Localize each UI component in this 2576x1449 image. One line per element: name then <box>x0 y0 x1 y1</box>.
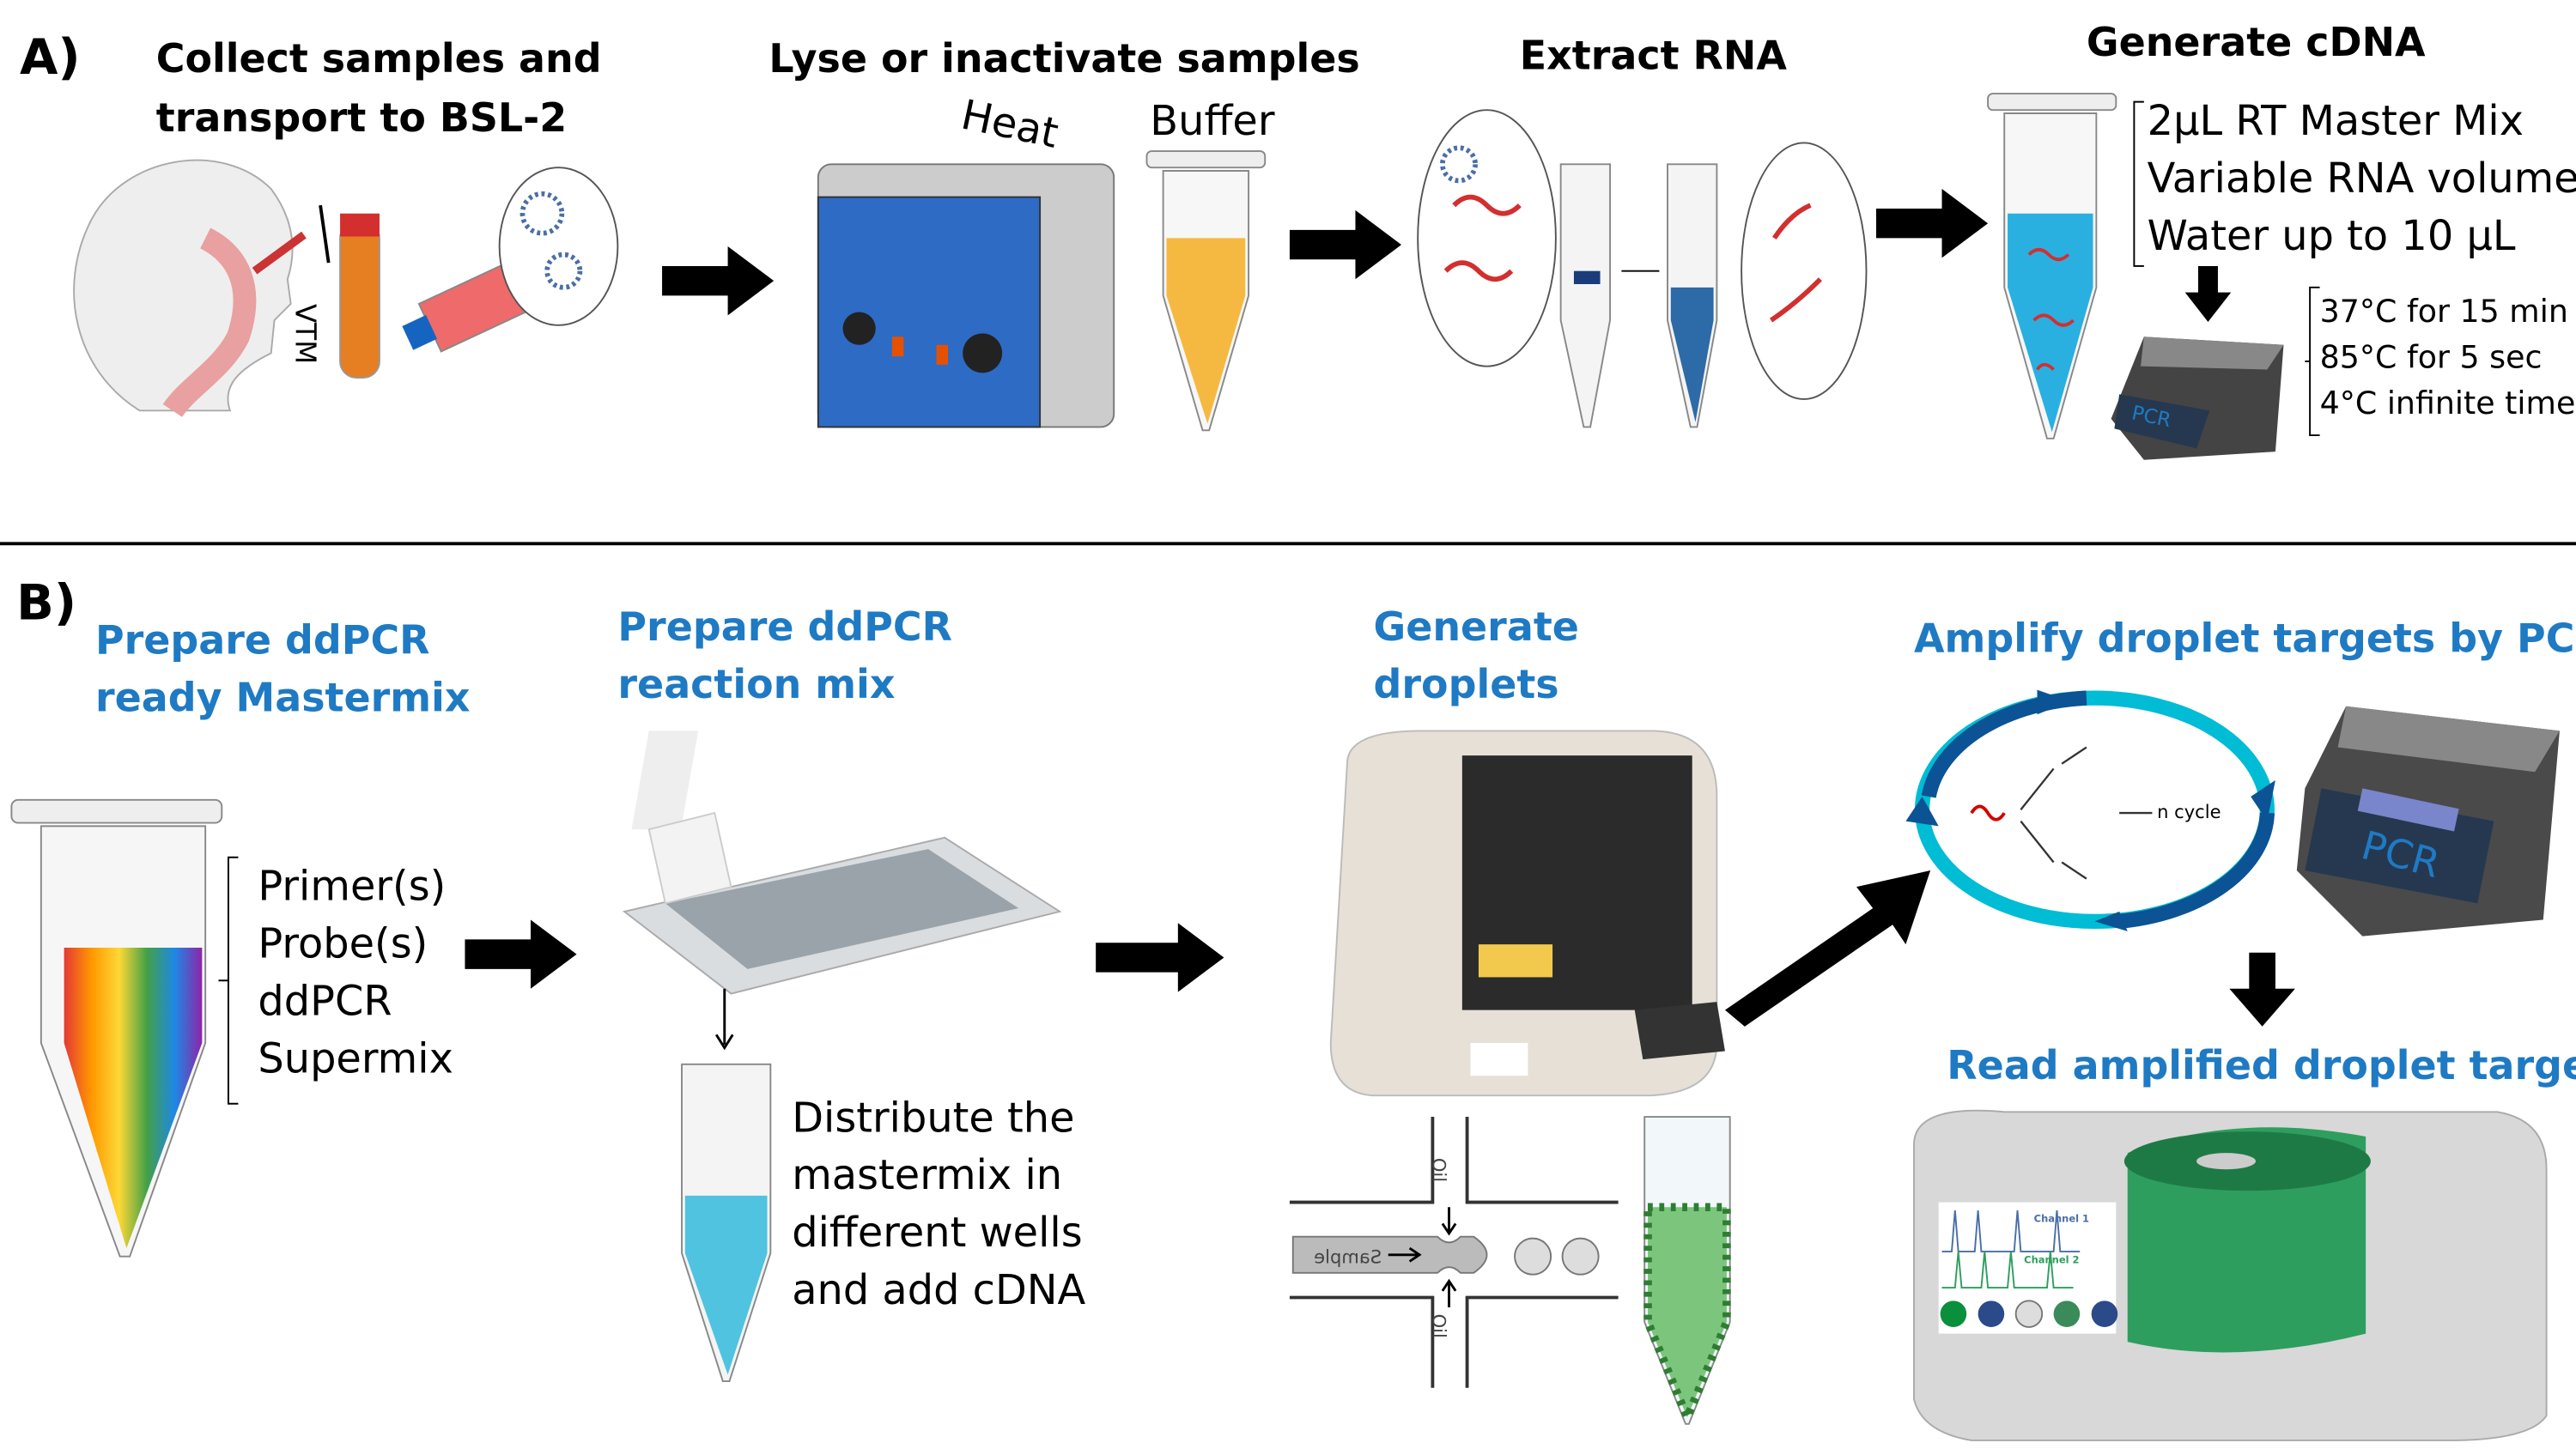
step-a2-title: Lyse or inactivate samples <box>769 36 1360 82</box>
rna-extraction-illustration <box>1417 109 1868 428</box>
pipette-plate-illustration <box>622 731 1062 995</box>
reaction-tube-icon <box>681 1063 772 1383</box>
bracket <box>218 856 239 1105</box>
arrow-right-icon <box>465 919 577 989</box>
bracket <box>2305 286 2320 436</box>
channel-1-label: Channel 1 <box>2034 1212 2089 1224</box>
arrow-down-icon <box>714 988 734 1051</box>
arrow-right-icon <box>1875 189 1989 258</box>
arrow-down-icon <box>2229 952 2295 1027</box>
step-b4-title: Amplify droplet targets by PCR <box>1913 615 2576 663</box>
arrow-down-icon <box>2184 265 2232 323</box>
buffer-label: Buffer <box>1150 96 1275 145</box>
panel-a-label: A) <box>19 29 81 88</box>
channel-2-label: Channel 2 <box>2024 1253 2079 1265</box>
n-cycle-label: n cycle <box>2157 801 2221 822</box>
rainbow-mastermix-tube-icon <box>10 798 223 1258</box>
step-a4-title: Generate cDNA <box>2086 19 2426 66</box>
panel-b-label: B) <box>16 574 77 633</box>
pcr-machine-icon: PCR <box>2111 336 2284 460</box>
droplet-tube-icon <box>1643 1116 1731 1428</box>
arrow-right-icon <box>662 246 775 316</box>
water-bath-illustration <box>817 163 1115 428</box>
arrow-right-icon <box>1096 923 1224 992</box>
pcr-cycle-diagram: n cycle <box>1905 689 2275 931</box>
droplet-reader-illustration: Channel 1 Channel 2 <box>1913 1109 2548 1441</box>
step-a3-title: Extract RNA <box>1519 33 1787 79</box>
cdna-tube-icon <box>1987 93 2117 440</box>
sample-label: Sample <box>1314 1246 1382 1267</box>
pcr-machine-icon: PCR <box>2296 706 2560 937</box>
oil-label-bottom: Oil <box>1428 1314 1449 1338</box>
vtm-label: VTM <box>287 303 321 365</box>
arrow-right-icon <box>1289 209 1402 280</box>
panel-divider <box>0 542 2576 546</box>
arrow-diagonal-icon <box>1724 870 1931 1027</box>
oil-label-top: Oil <box>1428 1158 1449 1182</box>
nasal-swab-illustration <box>73 159 619 418</box>
microfluidic-junction-diagram: Sample Oil Oil <box>1289 1117 1619 1388</box>
bracket <box>2133 100 2144 267</box>
step-b5-title: Read amplified droplet targets <box>1947 1042 2576 1089</box>
droplet-generator-illustration <box>1329 730 1725 1097</box>
buffer-tube-icon <box>1145 150 1267 432</box>
